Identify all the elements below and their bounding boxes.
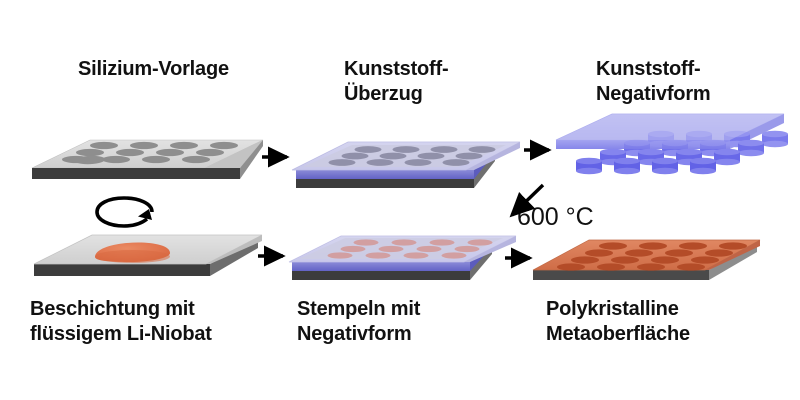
label-coating-liquid-li-niobate: Beschichtung mit flüssigem Li-Niobat [30, 298, 212, 345]
graphic-stamping-with-negative-mold [288, 235, 517, 280]
graphic-polycrystalline-metasurface [532, 239, 761, 280]
arrow-spin-rotation [95, 196, 154, 228]
label-plastic-negative-mold: Kunststoff- Negativform [596, 58, 711, 105]
label-polycrystalline-metasurface: Polykristalline Metaoberfläche [546, 298, 690, 345]
arrow-mold-to-stamping [509, 183, 545, 218]
metasurface-dot-grid [557, 242, 747, 271]
stamped-dot-grid [327, 239, 493, 259]
mold-pillar-grid [576, 130, 788, 175]
label-silicon-template: Silizium-Vorlage [78, 58, 229, 80]
graphic-silicon-template [31, 139, 264, 179]
coating-dot-grid [328, 146, 496, 166]
silicon-dot-grid [62, 141, 238, 164]
graphic-coating-liquid-li-niobate [33, 234, 263, 276]
graphic-plastic-negative-mold [555, 113, 788, 175]
label-stamping-with-negative-mold: Stempeln mit Negativform [297, 298, 421, 345]
label-plastic-coating: Kunststoff- Überzug [344, 58, 449, 105]
graphic-plastic-coating [291, 141, 521, 188]
